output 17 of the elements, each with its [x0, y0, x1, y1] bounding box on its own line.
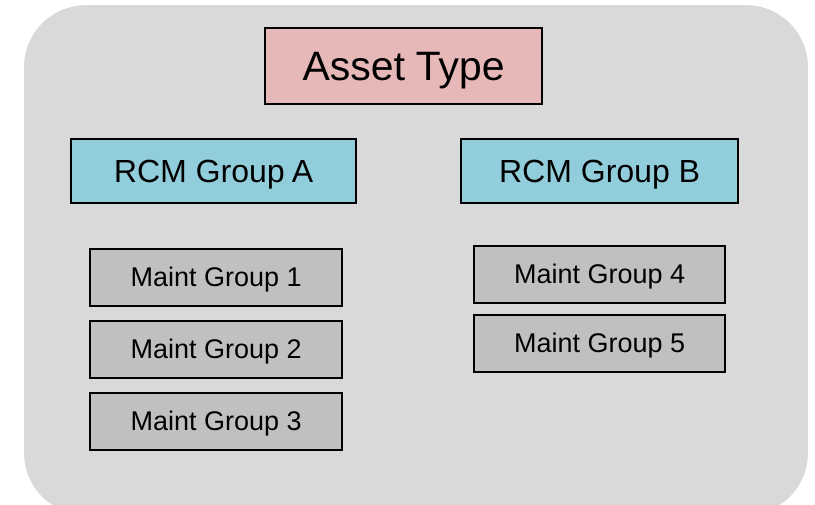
item-box [89, 320, 343, 379]
label-text: Asset Type [302, 42, 505, 90]
label-text: RCM Group B [499, 152, 700, 190]
label-text: Maint Group 1 [130, 262, 302, 293]
item-box [89, 392, 343, 451]
item-box [473, 314, 726, 373]
label-text: Maint Group 4 [514, 259, 686, 290]
label-text: Maint Group 2 [130, 334, 302, 365]
item-box [473, 245, 726, 304]
background-panel [24, 5, 808, 505]
item-box [89, 248, 343, 307]
group-box [460, 138, 739, 204]
label-text: RCM Group A [114, 152, 314, 190]
group-box [70, 138, 357, 204]
header-box [264, 27, 543, 105]
label-text: Maint Group 5 [514, 328, 686, 359]
label-text: Maint Group 3 [130, 406, 302, 437]
